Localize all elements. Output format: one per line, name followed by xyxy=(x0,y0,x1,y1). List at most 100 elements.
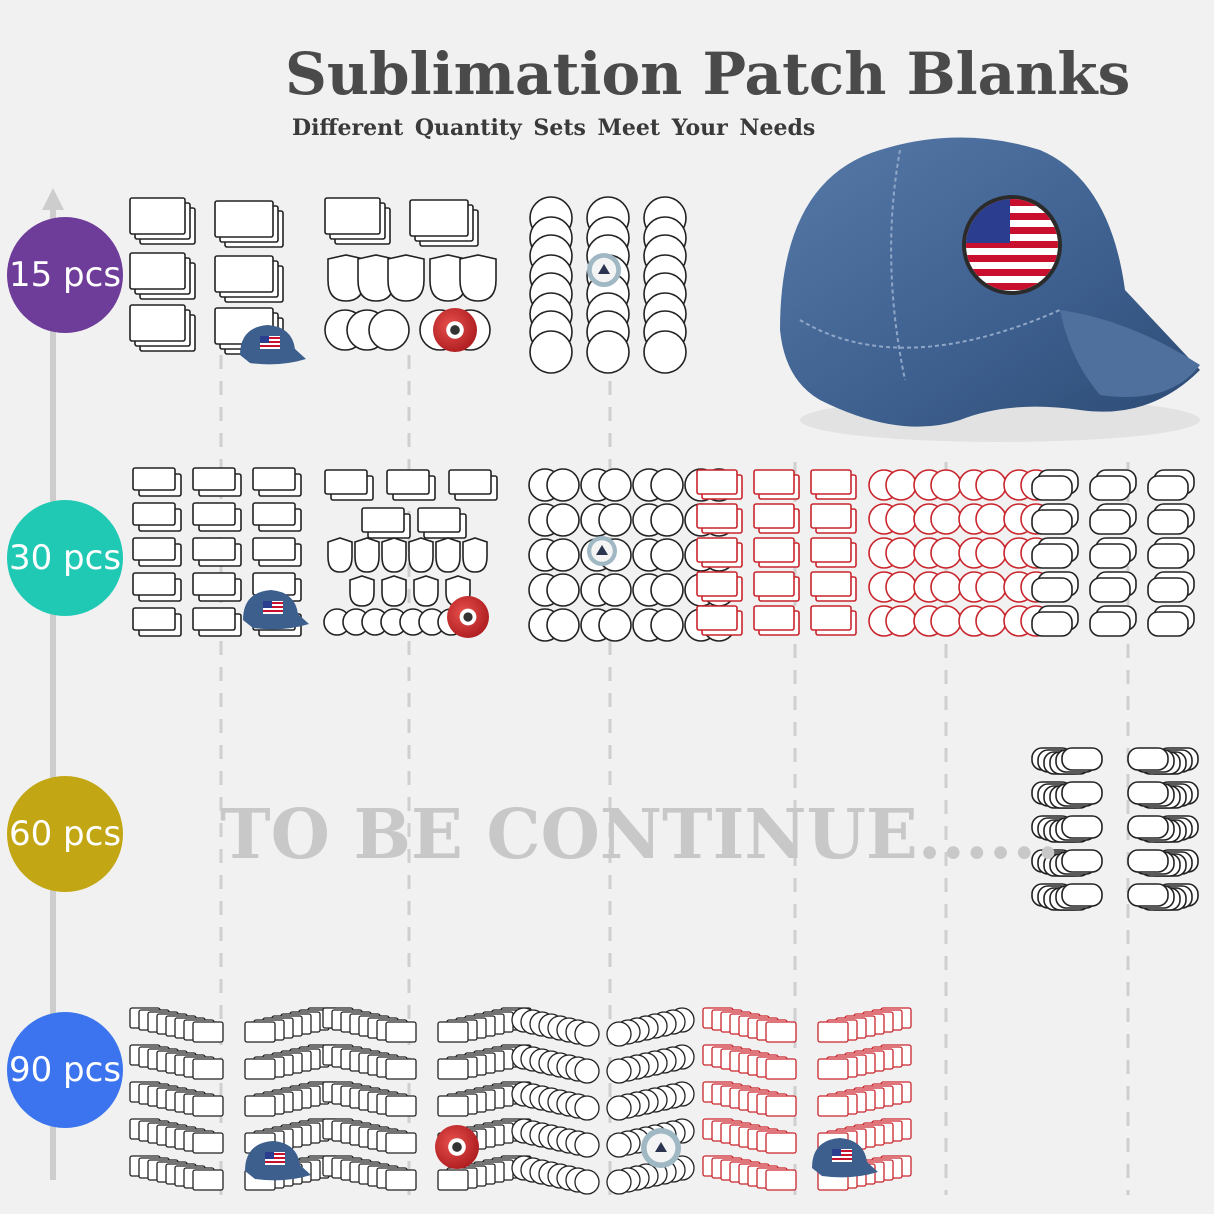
round-patch xyxy=(606,1169,632,1195)
rounded-rect-patch xyxy=(1089,475,1131,501)
round-patch xyxy=(975,469,1007,501)
rounded-rect-patch xyxy=(1089,509,1131,535)
rect-patch xyxy=(385,1132,417,1154)
round-patch xyxy=(930,469,962,501)
round-patch xyxy=(606,1095,632,1121)
rect-patch xyxy=(765,1058,797,1080)
rect-patch xyxy=(252,502,296,526)
to-be-continued-text: TO BE CONTINUE...... xyxy=(220,795,1060,875)
rect-patch xyxy=(753,503,795,529)
rect-patch xyxy=(696,503,738,529)
rect-patch xyxy=(252,467,296,491)
round-patch xyxy=(930,537,962,569)
rect-patch xyxy=(361,507,405,533)
rect-patch xyxy=(448,469,492,495)
shield-patch xyxy=(381,537,407,573)
level-90-badge: 90 pcs xyxy=(7,1012,123,1128)
round-patch xyxy=(650,468,684,502)
denim-cap-icon xyxy=(243,590,309,630)
rect-patch xyxy=(810,605,852,631)
rect-patch xyxy=(192,537,236,561)
rect-patch xyxy=(417,507,461,533)
round-patch xyxy=(930,571,962,603)
round-patch xyxy=(574,1095,600,1121)
rect-patch xyxy=(810,503,852,529)
round-patch xyxy=(975,537,1007,569)
rounded-rect-patch xyxy=(1061,849,1103,873)
rect-patch xyxy=(129,197,186,235)
round-patch xyxy=(598,573,632,607)
rect-patch xyxy=(765,1132,797,1154)
round-patch xyxy=(930,503,962,535)
rect-patch xyxy=(192,572,236,596)
rect-patch xyxy=(437,1021,469,1043)
rounded-rect-patch xyxy=(1061,815,1103,839)
rounded-rect-patch xyxy=(1127,747,1169,771)
rect-patch xyxy=(324,469,368,495)
rect-patch xyxy=(214,200,274,238)
round-patch xyxy=(650,538,684,572)
patch-sets xyxy=(129,196,1199,1195)
rect-patch xyxy=(753,571,795,597)
round-patch xyxy=(546,538,580,572)
shield-patch xyxy=(354,537,380,573)
rect-patch xyxy=(192,467,236,491)
rect-patch xyxy=(810,571,852,597)
rounded-rect-patch xyxy=(1127,849,1169,873)
page-title: Sublimation Patch Blanks xyxy=(285,40,1131,108)
rect-patch xyxy=(385,1058,417,1080)
rect-patch xyxy=(765,1095,797,1117)
rect-patch xyxy=(385,1169,417,1191)
rect-patch xyxy=(192,1021,224,1043)
rect-patch xyxy=(132,537,176,561)
round-patch xyxy=(606,1132,632,1158)
rounded-rect-patch xyxy=(1147,577,1189,603)
round-patch xyxy=(885,571,917,603)
rect-patch xyxy=(385,1021,417,1043)
rect-patch xyxy=(252,537,296,561)
rect-patch xyxy=(385,1095,417,1117)
denim-cap-icon xyxy=(240,325,306,365)
rounded-rect-patch xyxy=(1147,543,1189,569)
rect-patch xyxy=(132,467,176,491)
round-patch xyxy=(546,468,580,502)
shield-patch xyxy=(459,254,497,302)
rect-patch xyxy=(817,1058,849,1080)
rounded-rect-patch xyxy=(1089,577,1131,603)
rect-patch xyxy=(810,537,852,563)
rect-patch xyxy=(696,537,738,563)
rounded-rect-patch xyxy=(1031,577,1073,603)
rect-patch xyxy=(132,607,176,631)
rect-patch xyxy=(437,1095,469,1117)
rect-patch xyxy=(244,1021,276,1043)
rounded-rect-patch xyxy=(1089,543,1131,569)
round-patch xyxy=(885,469,917,501)
rounded-rect-patch xyxy=(1147,509,1189,535)
rect-patch xyxy=(817,1095,849,1117)
rounded-rect-patch xyxy=(1031,543,1073,569)
round-patch xyxy=(574,1021,600,1047)
red-patch-icon xyxy=(435,1125,479,1169)
shield-patch xyxy=(387,254,425,302)
rect-patch xyxy=(192,1132,224,1154)
rect-patch xyxy=(192,502,236,526)
rect-patch xyxy=(324,197,381,235)
red-patch-icon xyxy=(447,596,489,638)
round-patch xyxy=(975,503,1007,535)
round-patch xyxy=(930,605,962,637)
rect-patch xyxy=(817,1021,849,1043)
round-patch xyxy=(643,330,687,374)
round-patch xyxy=(885,605,917,637)
rect-patch xyxy=(810,469,852,495)
shield-patch xyxy=(327,537,353,573)
rect-patch xyxy=(214,255,274,293)
round-patch xyxy=(368,309,410,351)
round-patch xyxy=(529,330,573,374)
round-patch xyxy=(546,503,580,537)
shield-patch xyxy=(408,537,434,573)
round-patch xyxy=(975,605,1007,637)
denim-cap-icon xyxy=(245,1141,311,1181)
rect-patch xyxy=(244,1095,276,1117)
rounded-rect-patch xyxy=(1031,509,1073,535)
